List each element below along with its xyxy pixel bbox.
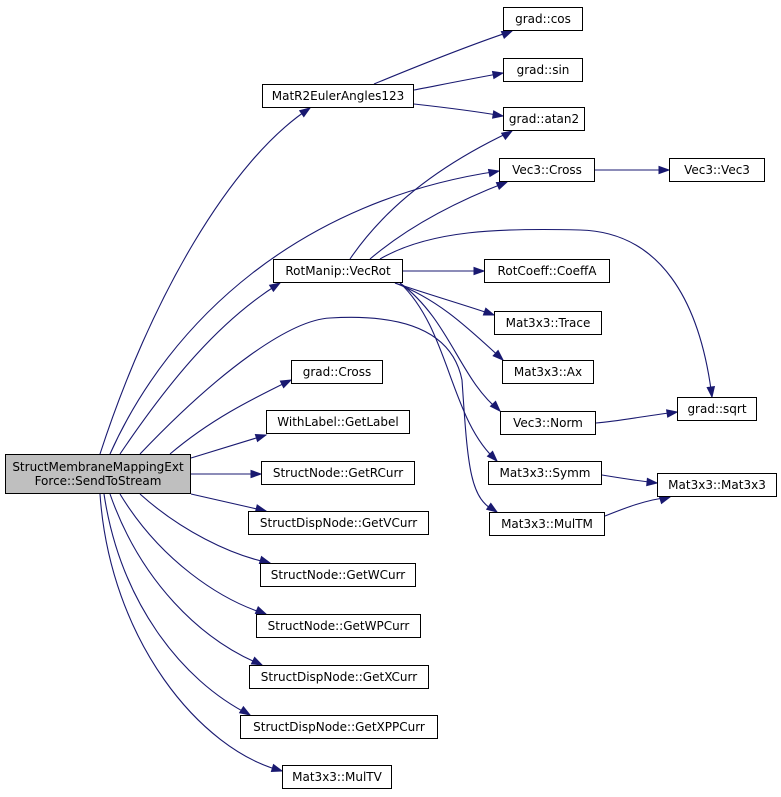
edge-symm-to-mat3x3-arrowhead — [646, 477, 659, 487]
edge-vecrot-to-coeffa-arrowhead — [473, 266, 486, 276]
edge-root-to-getwpcurr-arrowhead — [254, 605, 268, 615]
node-vec3-norm[interactable]: Vec3::Norm — [500, 411, 596, 435]
edge-root-to-grad-cross-arrowhead — [279, 379, 293, 389]
edge-vec3-cross-to-vec3-arrowhead — [658, 165, 671, 175]
node-mat3x3-symm[interactable]: Mat3x3::Symm — [488, 461, 602, 485]
node-structnode-getwcurr[interactable]: StructNode::GetWCurr — [260, 563, 416, 587]
edge-vecrot-to-vec3-cross-arrowhead — [495, 181, 509, 191]
edge-root-to-grad-cross — [169, 379, 292, 455]
node-rotmanip-vecrot[interactable]: RotManip::VecRot — [273, 259, 403, 283]
edge-vecrot-to-trace-arrowhead — [482, 307, 496, 316]
edge-root-to-mat3x3-multm — [139, 316, 498, 513]
root-node-label-line2: Force::SendToStream — [34, 474, 162, 488]
edge-root-to-rotmanip-arrowhead — [268, 282, 282, 293]
edge-root-to-rotmanip — [119, 282, 281, 455]
node-vec3-cross[interactable]: Vec3::Cross — [499, 158, 595, 182]
edge-vecrot-to-atan2-arrowhead — [500, 130, 514, 141]
edge-root-to-vec3-cross — [109, 170, 500, 455]
node-mat3x3-ax[interactable]: Mat3x3::Ax — [502, 360, 594, 384]
edge-root-to-getxcurr-arrowhead — [250, 656, 264, 666]
root-node-send-to-stream: StructMembraneMappingExt Force::SendToSt… — [5, 454, 191, 494]
node-structdispnode-getxcurr[interactable]: StructDispNode::GetXCurr — [249, 665, 429, 689]
node-structdispnode-getxppcurr[interactable]: StructDispNode::GetXPPCurr — [240, 715, 438, 739]
edge-root-to-getlabel-arrowhead — [254, 433, 268, 443]
node-rotcoeff-coeffa[interactable]: RotCoeff::CoeffA — [484, 259, 610, 283]
edge-vecrot-to-symm — [399, 282, 498, 462]
edge-mat-r2euler-to-sin-arrowhead — [491, 70, 505, 80]
node-mat3x3-multv[interactable]: Mat3x3::MulTV — [282, 765, 392, 789]
edge-root-to-getxppcurr — [103, 493, 251, 716]
edge-root-to-vec3-cross-arrowhead — [487, 168, 501, 178]
node-grad-atan2[interactable]: grad::atan2 — [503, 107, 585, 131]
node-grad-cross[interactable]: grad::Cross — [291, 360, 383, 384]
node-vec3-vec3[interactable]: Vec3::Vec3 — [669, 158, 765, 182]
edge-root-to-mat-r2euler — [99, 107, 311, 455]
edge-vecrot-to-norm — [399, 282, 501, 412]
edge-vecrot-to-sqrt-arrowhead — [706, 386, 716, 399]
edge-root-to-getrcurr-arrowhead — [250, 469, 263, 479]
node-grad-sqrt[interactable]: grad::sqrt — [677, 397, 757, 421]
node-grad-cos[interactable]: grad::cos — [503, 7, 583, 31]
edge-root-to-mat3x3-multm-arrowhead — [485, 502, 499, 513]
edge-vecrot-to-symm-arrowhead — [486, 450, 499, 463]
edge-root-to-getxcurr — [109, 493, 263, 666]
edge-root-to-multv — [99, 493, 283, 772]
edge-vecrot-to-vec3-cross — [369, 181, 508, 260]
edge-norm-to-sqrt-arrowhead — [665, 409, 679, 418]
node-grad-sin[interactable]: grad::sin — [503, 58, 583, 82]
edge-root-to-getlabel — [190, 434, 267, 459]
edge-vecrot-to-ax-arrowhead — [492, 349, 505, 362]
node-mat3x3-trace[interactable]: Mat3x3::Trace — [494, 311, 602, 335]
node-structdispnode-getvcurr[interactable]: StructDispNode::GetVCurr — [248, 511, 429, 535]
node-structnode-getwpcurr[interactable]: StructNode::GetWPCurr — [256, 614, 421, 638]
edge-root-to-getwpcurr — [119, 493, 267, 615]
edge-root-to-getvcurr — [190, 493, 267, 512]
edge-mat-r2euler-to-sin — [413, 72, 504, 91]
node-structnode-getrcurr[interactable]: StructNode::GetRCurr — [261, 461, 415, 485]
edge-mat-r2euler-to-atan2 — [413, 103, 504, 117]
node-mat3x3-multm[interactable]: Mat3x3::MulTM — [489, 512, 605, 536]
edge-vecrot-to-sqrt — [379, 228, 713, 398]
edge-norm-to-sqrt — [595, 411, 678, 424]
edge-vecrot-to-ax — [394, 282, 504, 361]
edge-multm-to-mat3x3-arrowhead — [658, 495, 672, 505]
root-node-label-line1: StructMembraneMappingExt — [12, 460, 184, 474]
node-mat-r2-euler-angles-123[interactable]: MatR2EulerAngles123 — [262, 84, 414, 108]
edge-vecrot-to-atan2 — [349, 130, 513, 260]
node-withlabel-getlabel[interactable]: WithLabel::GetLabel — [266, 410, 410, 434]
edge-root-to-getwcurr — [139, 493, 271, 564]
edge-root-to-getxppcurr-arrowhead — [238, 705, 252, 716]
node-mat3x3-mat3x3[interactable]: Mat3x3::Mat3x3 — [657, 473, 777, 497]
edge-root-to-multv-arrowhead — [270, 763, 284, 773]
edge-root-to-mat-r2euler-arrowhead — [298, 107, 312, 118]
edge-mat-r2euler-to-cos — [373, 30, 513, 85]
edge-mat-r2euler-to-atan2-arrowhead — [491, 110, 505, 119]
edge-vecrot-to-norm-arrowhead — [489, 400, 502, 413]
edge-mat-r2euler-to-cos-arrowhead — [500, 30, 514, 40]
